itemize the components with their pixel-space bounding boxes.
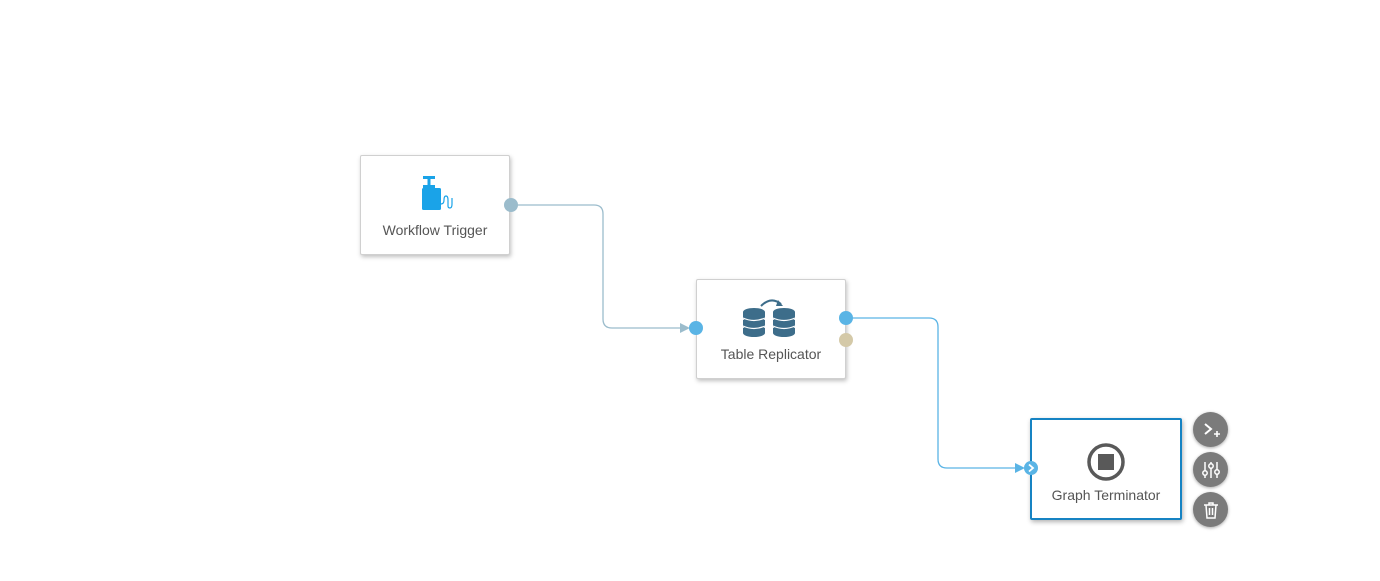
add-connection-button[interactable] <box>1193 412 1228 447</box>
node-label: Workflow Trigger <box>382 222 488 238</box>
input-port[interactable] <box>1024 461 1038 475</box>
node-label: Table Replicator <box>720 346 822 362</box>
error-port[interactable] <box>839 333 853 347</box>
sliders-icon <box>1201 461 1220 478</box>
node-label: Graph Terminator <box>1051 487 1161 503</box>
connection-replicator-to-terminator[interactable] <box>847 317 1022 469</box>
output-port[interactable] <box>504 198 518 212</box>
plunger-trigger-icon <box>413 174 457 214</box>
input-port[interactable] <box>689 321 703 335</box>
node-graph-terminator[interactable]: Graph Terminator <box>1030 418 1182 520</box>
trash-icon <box>1203 501 1218 519</box>
stop-circle-icon <box>1086 442 1126 482</box>
delete-button[interactable] <box>1193 492 1228 527</box>
node-workflow-trigger[interactable]: Workflow Trigger <box>360 155 510 255</box>
database-replicate-icon <box>741 294 801 338</box>
chevron-right-icon <box>1028 463 1035 473</box>
chevron-plus-icon <box>1203 422 1220 437</box>
node-table-replicator[interactable]: Table Replicator <box>696 279 846 379</box>
output-port[interactable] <box>839 311 853 325</box>
configure-button[interactable] <box>1193 452 1228 487</box>
connection-trigger-to-replicator[interactable] <box>511 204 688 329</box>
